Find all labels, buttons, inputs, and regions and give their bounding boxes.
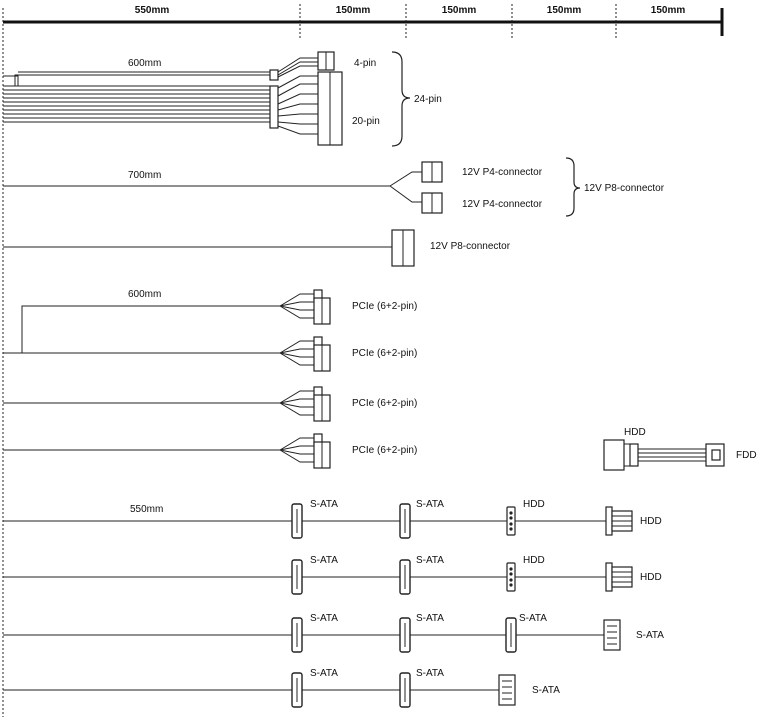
sata-label: S-ATA: [519, 613, 547, 624]
sata-label: S-ATA: [532, 685, 560, 696]
pcie-connectors: PCIe (6+2-pin) PCIe (6+2-pin) PCIe (6+2-pi…: [279, 289, 417, 469]
sata-connector: [399, 617, 411, 653]
atx-24pin-label: 24-pin: [414, 94, 442, 105]
peripheral-connectors: S-ATA S-ATA HDD HDD S-ATA S-ATA HDD HDD S-ATA S-A…: [291, 499, 664, 708]
molex-connector: [506, 562, 516, 592]
peripheral-length-label: 550mm: [130, 504, 163, 515]
atx-4pin-label: 4-pin: [354, 58, 376, 69]
hdd-label: HDD: [640, 516, 662, 527]
sata-label: S-ATA: [310, 668, 338, 679]
sata-connector: [291, 672, 303, 708]
sata-end-connector: [498, 674, 516, 706]
sata-label: S-ATA: [416, 555, 444, 566]
molex-connector: [506, 506, 516, 536]
pcie-cables: 600mm: [3, 289, 280, 451]
cpu-p4-split-cable: 700mm 12V P4-connector 12V P4-connector …: [3, 157, 665, 217]
cpu-p8-group-label: 12V P8-connector: [584, 183, 665, 194]
pcie-connector: PCIe (6+2-pin): [279, 289, 417, 325]
ruler-label-150-a: 150mm: [336, 5, 371, 16]
sata-label: S-ATA: [416, 668, 444, 679]
sata-end-connector: [603, 619, 621, 651]
sata-label: S-ATA: [416, 613, 444, 624]
atx-24pin-cable: 600mm 4-pin 20-pin 24-pin: [3, 51, 442, 147]
pcie-label: PCIe (6+2-pin): [352, 398, 417, 409]
sata-connector: [291, 559, 303, 595]
sata-connector: [291, 617, 303, 653]
pcie-length-label: 600mm: [128, 289, 161, 300]
molex-end-connector: [605, 506, 633, 536]
atx-20pin-label: 20-pin: [352, 116, 380, 127]
cpu-p4-label-b: 12V P4-connector: [462, 199, 543, 210]
cpu-p4-label-a: 12V P4-connector: [462, 167, 543, 178]
sata-connector: [399, 559, 411, 595]
ruler-label-150-b: 150mm: [442, 5, 477, 16]
sata-connector: [399, 672, 411, 708]
pcie-connector: PCIe (6+2-pin): [279, 336, 417, 372]
hdd-fdd-adapter: HDD FDD: [603, 427, 757, 471]
sata-label: S-ATA: [416, 499, 444, 510]
sata-connector: [291, 503, 303, 539]
molex-end-connector: [605, 562, 633, 592]
adapter-fdd-label: FDD: [736, 450, 757, 461]
pcie-label: PCIe (6+2-pin): [352, 301, 417, 312]
adapter-molex-connector: [603, 439, 625, 471]
sata-connector: [399, 503, 411, 539]
adapter-hdd-label: HDD: [624, 427, 646, 438]
length-ruler: 550mm 150mm 150mm 150mm 150mm: [2, 4, 724, 717]
ruler-label-150-d: 150mm: [651, 5, 686, 16]
ruler-label-150-c: 150mm: [547, 5, 582, 16]
pcie-label: PCIe (6+2-pin): [352, 348, 417, 359]
sata-label: S-ATA: [636, 630, 664, 641]
hdd-label: HDD: [523, 555, 545, 566]
sata-label: S-ATA: [310, 499, 338, 510]
sata-label: S-ATA: [310, 613, 338, 624]
atx-length-label: 600mm: [128, 58, 161, 69]
pcie-connector: PCIe (6+2-pin): [279, 433, 417, 469]
atx-24pin-brace: [391, 51, 411, 147]
cpu-p8-cable: 12V P8-connector: [3, 229, 511, 267]
sata-label: S-ATA: [310, 555, 338, 566]
hdd-label: HDD: [523, 499, 545, 510]
sata-connector: [505, 617, 517, 653]
hdd-label: HDD: [640, 572, 662, 583]
cpu-p8-single-label: 12V P8-connector: [430, 241, 511, 252]
ruler-label-550: 550mm: [135, 5, 170, 16]
peripheral-cables: 550mm: [3, 504, 610, 691]
cpu-length-label: 700mm: [128, 170, 161, 181]
pcie-label: PCIe (6+2-pin): [352, 445, 417, 456]
pcie-connector: PCIe (6+2-pin): [279, 386, 417, 422]
atx-20pin-sleeve: [269, 85, 279, 129]
atx-4pin-sleeve: [269, 69, 279, 81]
cpu-p8-brace: [565, 157, 581, 217]
